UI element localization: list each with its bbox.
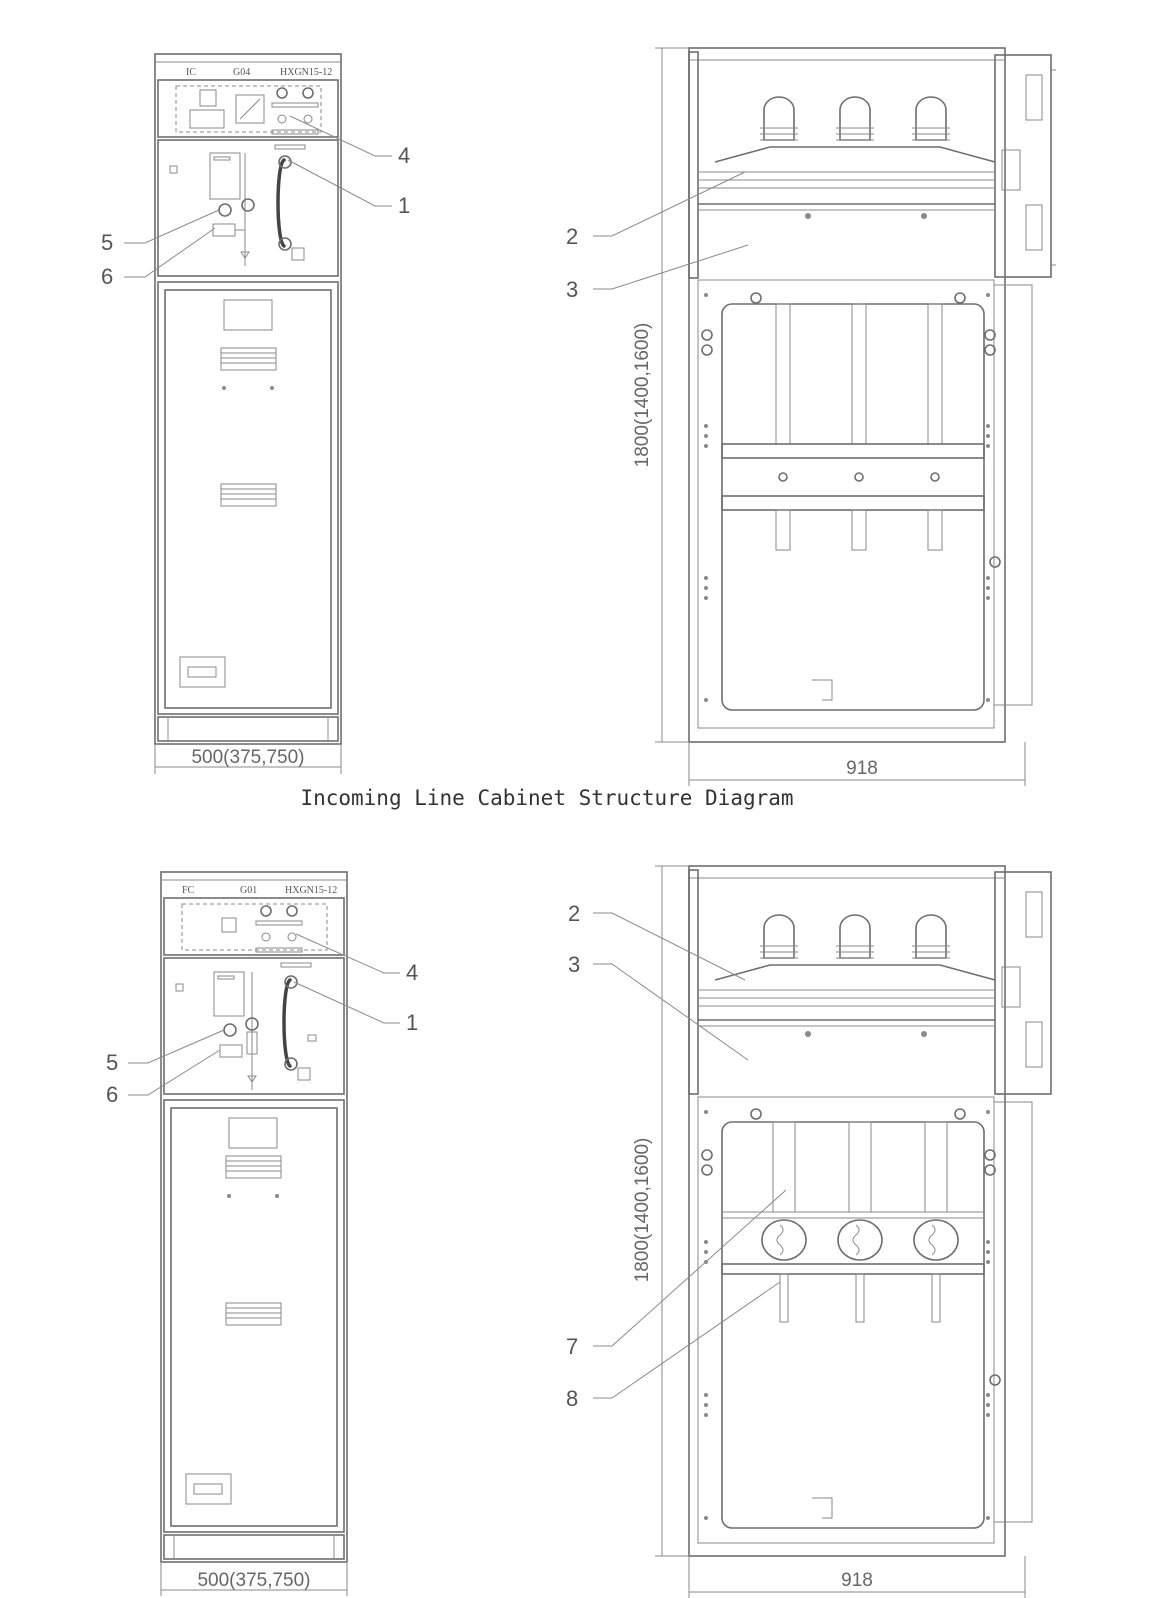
bottom-cabinet-code: FC [182, 885, 195, 896]
bottom-side-bushings [760, 914, 950, 959]
bottom-callout-2: 2 [568, 901, 580, 926]
top-side-height-dimension: 1800(1400,1600) [632, 323, 653, 468]
bottom-front-width-dimension: 500(375,750) [197, 1570, 310, 1591]
bottom-callout-1: 1 [406, 1010, 418, 1035]
top-side-depth-dimension: 918 [846, 758, 878, 779]
top-cabinet-code: IC [186, 67, 196, 78]
bottom-callout-5: 5 [106, 1050, 118, 1075]
bottom-front-view: FC G01 HXGN15-12 [106, 871, 418, 1596]
bottom-side-view: 1800(1400,1600) 918 2 3 7 8 [566, 865, 1052, 1598]
bottom-scheme-code: G01 [240, 885, 257, 896]
top-callout-5: 5 [101, 230, 113, 255]
top-side-view: 1800(1400,1600) 918 2 3 [566, 47, 1056, 786]
top-callout-2: 2 [566, 224, 578, 249]
bottom-callout-8: 8 [566, 1386, 578, 1411]
top-callout-4: 4 [398, 143, 410, 168]
top-side-rivets [704, 293, 990, 702]
bottom-side-rivets [704, 1110, 990, 1520]
top-side-bushings [760, 96, 950, 141]
bottom-side-depth-dimension: 918 [841, 1570, 873, 1591]
top-scheme-code: G04 [233, 67, 250, 78]
bottom-model-label: HXGN15-12 [285, 885, 337, 896]
top-front-view: IC G04 HXGN15-12 [101, 53, 410, 774]
bottom-callout-6: 6 [106, 1082, 118, 1107]
top-callout-3: 3 [566, 277, 578, 302]
bottom-callout-4: 4 [406, 960, 418, 985]
top-callout-1: 1 [398, 193, 410, 218]
top-model-label: HXGN15-12 [280, 67, 332, 78]
diagram-caption: Incoming Line Cabinet Structure Diagram [300, 786, 793, 810]
bottom-callout-7: 7 [566, 1334, 578, 1359]
bottom-side-height-dimension: 1800(1400,1600) [632, 1138, 653, 1283]
bottom-callout-3: 3 [568, 952, 580, 977]
top-callout-6: 6 [101, 264, 113, 289]
top-front-width-dimension: 500(375,750) [191, 747, 304, 768]
